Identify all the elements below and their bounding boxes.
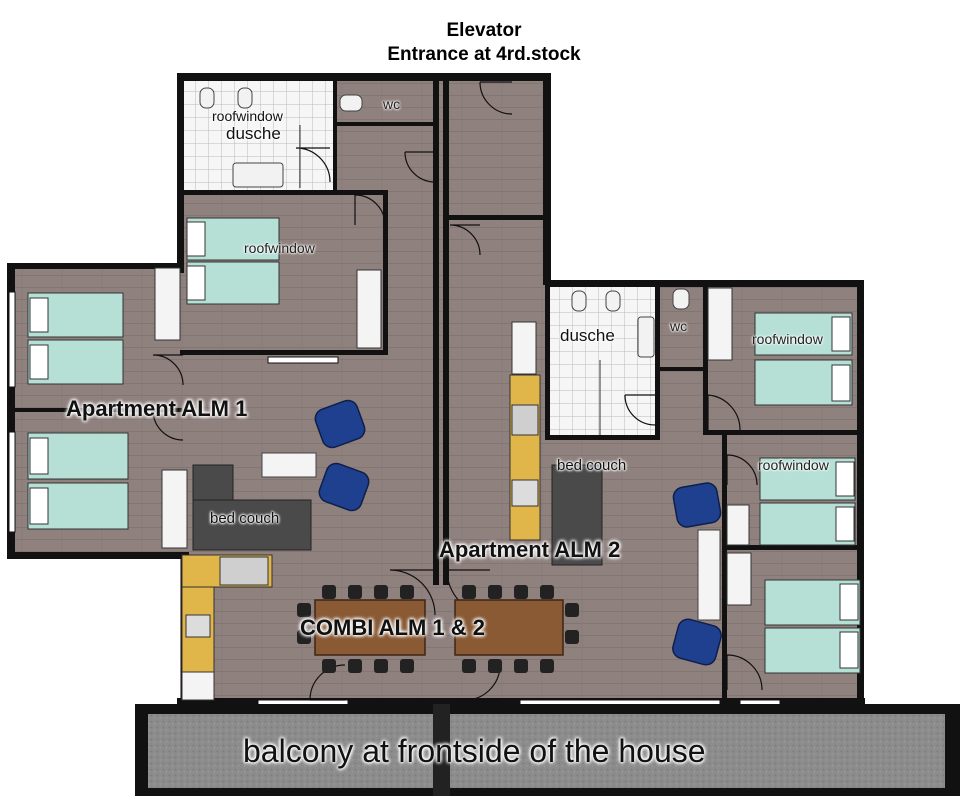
couches: [192, 464, 603, 566]
apartment-alm1-label: Apartment ALM 1: [66, 396, 248, 421]
balcony-label: balcony at frontside of the house: [243, 733, 706, 769]
dusche-right-label: dusche: [560, 326, 615, 345]
apartment-alm2-label: Apartment ALM 2: [439, 537, 621, 562]
kitchens: [181, 374, 541, 701]
dining-tables: [297, 585, 579, 673]
roofwindow-right-top-label: roofwindow: [752, 331, 823, 347]
wc-left-label: wc: [383, 96, 401, 112]
bed-couch-right-label: bed couch: [557, 457, 627, 474]
cabinets: [154, 267, 752, 606]
roofwindow-bedroom1-label: roofwindow: [244, 240, 315, 256]
tv-stand: [697, 529, 721, 621]
wc-right-label: wc: [670, 318, 688, 334]
armchairs: [314, 399, 722, 666]
doors: [152, 81, 763, 701]
bed-couch-left-label: bed couch: [210, 510, 280, 527]
roofwindow-right-mid-label: roofwindow: [758, 457, 829, 473]
coffee-table: [261, 452, 317, 478]
elevator-label: Elevator: [446, 20, 522, 41]
dusche-left-label: dusche: [226, 124, 281, 143]
roofwindow-bath-label: roofwindow: [212, 108, 283, 124]
bathroom-fixtures: [199, 87, 690, 435]
balcony-area: [135, 704, 960, 796]
beds: [27, 217, 861, 674]
combi-label: COMBI ALM 1 & 2: [300, 615, 485, 640]
entrance-label: Entrance at 4rd.stock: [387, 44, 581, 65]
